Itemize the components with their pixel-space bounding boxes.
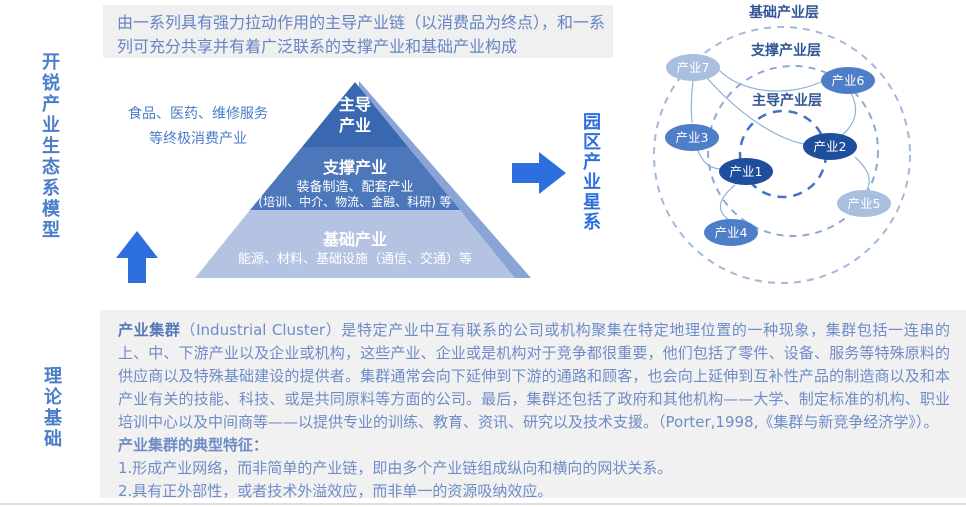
cluster-definition-paragraph: 产业集群（Industrial Cluster）是特定产业中互有联系的公司或机构… [118,319,950,434]
link-2-5 [854,156,870,191]
industry-node-6: 产业6 [821,67,875,94]
cluster-term: 产业集群 [118,321,181,339]
consumer-label-line1: 食品、医药、维修服务 [128,106,268,122]
link-6-2 [841,92,857,136]
pyramid-diagram: 主导 产业 支撑产业 装备制造、配套产业 (培训、中介、物流、金融、科研) 等 … [195,80,535,280]
consumer-industries-label: 食品、医药、维修服务 等终极消费产业 [106,102,290,152]
link-7-6 [718,69,822,92]
definition-text: 由一系列具有强力拉动作用的主导产业链（以消费品为终点），和一系列可充分共享并有着… [117,13,606,56]
pyramid-top-label-line1: 主导 [338,95,371,114]
bottom-divider [0,503,966,505]
galaxy-title-vertical: 园区产业星系 [580,112,601,232]
industry-node-7: 产业7 [666,54,720,81]
pyramid-base-sub1: 能源、材料、基础设施（通信、交通）等 [237,252,472,267]
pyramid-shape [195,81,531,278]
link-7-2 [706,77,805,145]
pyramid-top-layer [302,82,408,147]
link-7-3 [690,80,694,124]
label-supporting-layer: 支撑产业层 [751,43,821,59]
industry-node-2: 产业2 [803,133,857,160]
pyramid-mid-sub2: (培训、中介、物流、金融、科研) 等 [258,195,452,209]
link-3-1 [696,148,721,170]
feature-item-2: 2.具有正外部性，或者技术外溢效应，而非单一的资源吸纳效应。 [118,482,553,500]
industry-node-5: 产业5 [837,190,891,217]
industry-node-4: 产业4 [704,219,758,246]
pyramid-mid-title: 支撑产业 [322,158,387,177]
industry-node-1: 产业1 [719,158,773,185]
galaxy-diagram: 基础产业层 支撑产业层 主导产业层 产业1 产业2 产业3 产业4 产业5 产业… [645,0,966,300]
feature-item-1: 1.形成产业网络，而非简单的产业链，即由多个产业链组成纵向和横向的网状关系。 [118,459,673,477]
galaxy-orbits [653,26,911,284]
theory-title-vertical: 理论基础 [41,366,62,450]
features-title: 产业集群的典型特征： [118,436,269,454]
theory-box: 产业集群（Industrial Cluster）是特定产业中互有联系的公司或机构… [100,310,966,500]
pyramid-base-title: 基础产业 [322,230,387,249]
label-basic-layer: 基础产业层 [749,5,819,21]
industry-node-3: 产业3 [665,124,719,151]
pyramid-mid-layer [250,147,460,210]
consumer-label-line2: 等终极消费产业 [149,131,247,147]
definition-box: 由一系列具有强力拉动作用的主导产业链（以消费品为终点），和一系列可充分共享并有着… [103,5,613,58]
pyramid-base-layer [195,210,515,278]
model-title-vertical: 开锐产业生态系模型 [39,52,60,241]
label-leading-layer: 主导产业层 [752,93,822,109]
pyramid-top-label-line2: 产业 [338,116,371,135]
right-arrow-icon [512,152,566,194]
orbit-supporting-layer [707,65,879,237]
orbit-basic-layer [653,26,911,284]
galaxy-connections [690,69,870,221]
up-arrow-icon [116,231,158,283]
pyramid-mid-sub1: 装备制造、配套产业 [296,180,414,195]
link-1-4 [719,184,736,221]
cluster-definition-body: （Industrial Cluster）是特定产业中互有联系的公司或机构聚集在特… [118,321,950,431]
